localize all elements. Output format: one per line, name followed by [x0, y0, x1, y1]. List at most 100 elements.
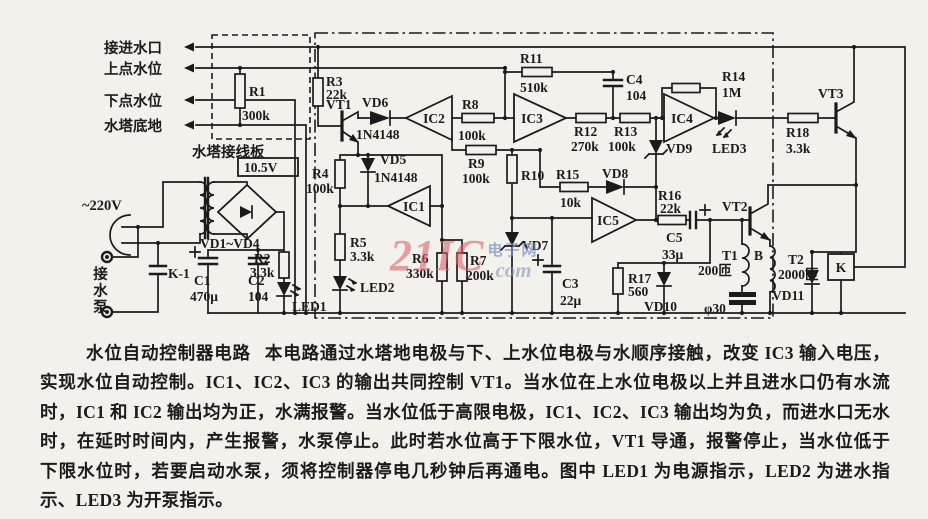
resistor-r17: R17 560: [612, 267, 651, 299]
led1-label: LED1: [292, 299, 327, 314]
diode-vd5: VD5 1N4148: [360, 152, 418, 185]
vd9-label: VD9: [666, 141, 692, 156]
r16-value: 22k: [660, 201, 682, 216]
input-terminal-labels: 接进水口 上点水位 下点水位 水塔底地 水塔接线板 ~220V: [82, 39, 265, 214]
vd5-label: VD5: [380, 152, 406, 167]
r13-value: 100k: [608, 139, 636, 154]
diode-vd6: VD6 1N4148: [356, 95, 400, 142]
resistor-r12: R12 270k: [571, 112, 607, 154]
c3-value: 22μ: [560, 293, 582, 308]
r3-label: R3: [326, 74, 343, 89]
resistor-r4: R4 100k: [306, 159, 346, 196]
r1-label: R1: [249, 84, 266, 99]
vd6-label: VD6: [362, 95, 388, 110]
bridge-label: VD1~VD4: [200, 236, 260, 251]
r2-label: R2: [254, 251, 271, 266]
c4-label: C4: [626, 72, 643, 87]
terminal-label-upper: 上点水位: [104, 60, 162, 78]
resistor-r3: R3 22k: [312, 74, 348, 107]
secondary-voltage-label: 10.5V: [244, 160, 278, 175]
k1-label: K-1: [168, 266, 190, 281]
resistor-r11: R11 510k: [520, 51, 553, 95]
c5-label: C5: [666, 230, 683, 245]
vd11-label: VD11: [772, 288, 805, 303]
vd6-value: 1N4148: [356, 127, 400, 142]
r16-label: R16: [658, 188, 681, 203]
c2-label: C2: [248, 273, 265, 288]
terminal-label-ground: 水塔底地: [104, 117, 162, 135]
controller-enclosure-box: [314, 32, 774, 319]
r15-value: 10k: [560, 195, 582, 210]
capacitor-c2: C2 104: [247, 256, 269, 304]
resistor-r7: R7 200k: [456, 252, 494, 283]
capacitor-c3: C3 22μ: [532, 254, 582, 308]
caption-intro: 本电路通过水塔地电极与下、上水位电极与水顺序接触，改变 IC3 输入电压，: [264, 343, 891, 363]
t1-value: 200匝: [698, 263, 732, 278]
r5-label: R5: [350, 235, 367, 250]
diode-vd11: VD11: [772, 270, 820, 303]
relay-coil-k: K: [827, 253, 855, 281]
transistor-vt2: VT2: [722, 199, 771, 241]
resistor-r18: R18 3.3k: [786, 112, 819, 156]
pump-terminals: 接水泵: [91, 250, 114, 319]
r12-label: R12: [574, 124, 597, 139]
opamp-ic2: IC2: [403, 94, 453, 142]
r18-label: R18: [786, 125, 809, 140]
r12-value: 270k: [571, 139, 599, 154]
c3-label: C3: [562, 276, 579, 291]
led3-label: LED3: [712, 141, 747, 156]
vt2-label: VT2: [722, 199, 748, 214]
opamp-ic4: IC4: [663, 92, 717, 144]
terminal-label-inlet: 接进水口: [104, 39, 162, 57]
transistor-vt3: VT3: [818, 86, 857, 139]
mains-plug: [109, 214, 131, 256]
relay-contact-k1: K-1: [148, 264, 190, 281]
ic2-label: IC2: [423, 111, 445, 126]
piezo-diameter: φ30: [704, 301, 726, 316]
secondary-voltage-box: 10.5V: [237, 157, 299, 177]
capacitor-c5: C5 33μ: [662, 204, 711, 262]
r10-label: R10: [521, 168, 544, 183]
r7-label: R7: [470, 253, 487, 268]
transformer-t1: T1 200匝 B: [698, 243, 763, 287]
c2-value: 104: [248, 289, 269, 304]
caption-line-3: 时，IC1 和 IC2 输出均为正，水满报警。当水位低于高限电极，IC1、IC2…: [40, 401, 890, 422]
ic4-label: IC4: [671, 111, 693, 126]
r4-label: R4: [312, 166, 329, 181]
r11-label: R11: [520, 51, 543, 66]
c4-value: 104: [626, 88, 647, 103]
r8-value: 100k: [458, 128, 486, 143]
r13-label: R13: [614, 124, 637, 139]
vd5-value: 1N4148: [374, 170, 418, 185]
caption-line-4: 时，在延时时间内，产生报警，水泵停止。此时若水位高于下限水位，VT1 导通，报警…: [40, 431, 890, 452]
vd8-label: VD8: [602, 166, 628, 181]
resistor-r2: R2 3.3k: [250, 251, 290, 280]
opamp-ic3: IC3: [513, 92, 569, 144]
c5-value: 33μ: [662, 247, 684, 262]
ic3-label: IC3: [521, 111, 543, 126]
caption-line-5: 下限水位时，若要启动水泵，须将控制器停电几秒钟后再通电。图中 LED1 为电源指…: [40, 460, 890, 481]
resistor-r9: R9 100k: [462, 144, 497, 186]
b-label: B: [754, 248, 763, 263]
r17-label: R17: [628, 271, 651, 286]
t1-label: T1: [722, 248, 738, 263]
t2-label: T2: [788, 252, 804, 267]
r17-value: 560: [628, 284, 649, 299]
r11-value: 510k: [520, 80, 548, 95]
led2: LED2: [332, 276, 395, 295]
r5-value: 3.3k: [350, 249, 375, 264]
resistor-r1: R1 300k: [234, 73, 270, 123]
resistor-r16: R16 22k: [657, 188, 687, 226]
c1-label: C1: [194, 273, 211, 288]
led1: LED1: [276, 282, 327, 314]
r3-value: 22k: [326, 87, 348, 102]
mains-label: ~220V: [82, 198, 122, 214]
c1-value: 470μ: [190, 289, 218, 304]
capacitor-c1: C1 470μ: [189, 246, 218, 304]
caption-text: 水位自动控制器电路本电路通过水塔地电极与下、上水位电极与水顺序接触，改变 IC3…: [0, 330, 928, 515]
resistor-r15: R15 10k: [556, 167, 589, 210]
r1-value: 300k: [242, 108, 270, 123]
r14-label: R14: [722, 69, 745, 84]
resistor-r14: R14 1M: [671, 69, 745, 100]
r6-value: 330k: [406, 266, 434, 281]
